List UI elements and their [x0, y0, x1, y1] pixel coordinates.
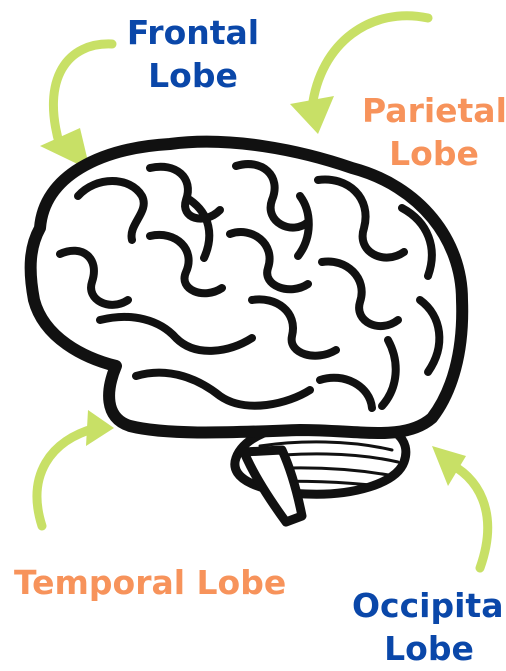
- occipital-lobe-line2: Lobe: [352, 628, 506, 671]
- parietal-arrowhead-icon: [290, 96, 334, 134]
- parietal-lobe-line2: Lobe: [362, 133, 506, 176]
- parietal-lobe-label: Parietal Lobe: [362, 90, 506, 176]
- occipital-lobe-line1: Occipital: [352, 585, 506, 628]
- parietal-lobe-line1: Parietal: [362, 90, 506, 133]
- temporal-lobe-line1: Temporal Lobe: [14, 562, 274, 605]
- brain-illustration: [31, 142, 463, 522]
- temporal-lobe-label: Temporal Lobe: [14, 562, 274, 605]
- frontal-lobe-line1: Frontal: [118, 12, 268, 55]
- frontal-lobe-line2: Lobe: [118, 55, 268, 98]
- occipital-lobe-label: Occipital Lobe: [352, 585, 506, 671]
- frontal-arrow-icon: [53, 44, 112, 146]
- frontal-lobe-label: Frontal Lobe: [118, 12, 268, 98]
